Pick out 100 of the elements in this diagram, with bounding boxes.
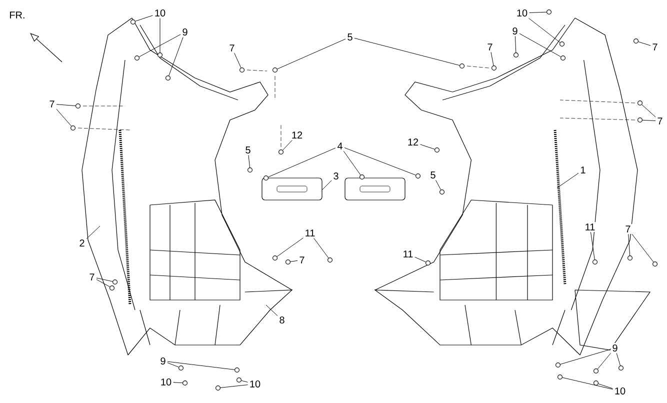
callout-number: 2: [78, 238, 86, 248]
fastener-symbol: [264, 176, 268, 180]
leader-line: [56, 108, 72, 126]
fastener-symbol: [278, 150, 284, 154]
fastener-symbol: [112, 280, 118, 284]
leader-line: [266, 304, 278, 316]
fastener-symbol: [592, 260, 598, 264]
leader-line: [168, 36, 184, 76]
fastener-symbol: [652, 262, 658, 266]
leader-line: [322, 180, 332, 190]
leader-line: [167, 362, 179, 368]
leader-line: [436, 180, 442, 190]
fastener-symbol: [546, 10, 552, 14]
callout-number: 1: [578, 165, 588, 175]
fastener-symbol: [514, 52, 518, 58]
callout-number: 7: [656, 116, 664, 126]
fastener-symbol: [216, 386, 220, 390]
callout-number: 11: [583, 222, 597, 232]
fastener-symbol: [328, 258, 332, 262]
leader-line: [282, 140, 292, 150]
fastener-symbol: [248, 168, 252, 172]
leader-line: [528, 18, 560, 43]
callout-number: 12: [406, 137, 420, 147]
callout-number: 5: [428, 170, 438, 180]
callout-number: 7: [88, 272, 96, 282]
leader-line: [248, 154, 250, 168]
leader-line: [562, 377, 614, 390]
fastener-symbol: [158, 52, 162, 58]
callout-number: 8: [278, 314, 286, 326]
fastener-symbol: [426, 260, 430, 266]
fastener-symbol: [560, 42, 564, 46]
leader-line: [628, 234, 630, 256]
leader-line: [597, 352, 611, 370]
fastener-symbol: [134, 56, 140, 60]
leader-line: [241, 380, 248, 382]
callout-number: 9: [510, 26, 520, 36]
leader-line: [590, 232, 595, 260]
leader-line: [632, 234, 654, 262]
leader-line: [638, 42, 651, 46]
fastener-symbol: [638, 118, 642, 122]
leader-line: [420, 144, 435, 150]
fastener-symbol: [556, 362, 560, 368]
leader-line: [268, 148, 336, 178]
fastener-symbol: [416, 174, 420, 178]
callout-number: 5: [244, 145, 252, 155]
fastener-symbol: [434, 148, 440, 152]
callout-number: 10: [152, 8, 168, 18]
fastener-symbol: [628, 256, 632, 260]
leader-line: [138, 34, 181, 58]
callout-number: 7: [298, 255, 306, 265]
fastener-symbol: [110, 286, 114, 290]
fastener-symbol: [234, 368, 240, 372]
fastener-symbol: [272, 68, 278, 72]
fastener-symbol: [560, 56, 566, 60]
callout-number: 3: [332, 170, 340, 182]
fastener-symbol: [130, 20, 136, 24]
leader-line: [96, 278, 113, 282]
callout-number: 9: [158, 356, 168, 366]
fastener-symbol: [594, 368, 598, 374]
fastener-symbol: [178, 366, 184, 370]
callout-number: 7: [624, 224, 632, 234]
leader-line: [220, 384, 248, 388]
callout-number: 12: [290, 130, 304, 140]
callout-number: 4: [336, 141, 344, 151]
leader-line: [642, 120, 656, 122]
callout-number: 9: [610, 342, 620, 354]
leader-line: [490, 52, 494, 66]
leader-line: [290, 260, 298, 262]
fastener-symbol: [594, 380, 598, 386]
fastener-symbol: [492, 66, 496, 70]
leader-line: [598, 384, 614, 389]
leader-line: [616, 352, 621, 366]
fastener-symbol: [634, 38, 638, 44]
leader-line: [167, 361, 235, 370]
leader-line: [135, 15, 154, 22]
fastener-symbol: [360, 174, 364, 180]
leader-line: [529, 12, 547, 13]
leader-line: [519, 33, 562, 58]
fastener-symbol: [166, 76, 170, 80]
fastener-symbol: [638, 100, 642, 106]
fastener-symbol: [286, 260, 290, 264]
callout-number: 10: [514, 8, 530, 18]
fastener-symbol: [272, 256, 278, 260]
fastener-symbol: [236, 378, 242, 382]
leader-line: [86, 226, 100, 240]
leader-line: [556, 172, 579, 188]
fastener-symbol: [240, 68, 244, 72]
callout-number: 9: [180, 26, 190, 38]
fastener-symbol: [70, 126, 76, 130]
fastener-symbol: [440, 190, 444, 194]
leader-line: [56, 104, 76, 106]
leader-line: [354, 38, 460, 66]
callout-number: 7: [48, 99, 56, 109]
callout-number: 7: [486, 42, 494, 52]
callout-number: 11: [303, 228, 317, 238]
leader-line: [414, 256, 426, 262]
leader-line: [276, 238, 304, 257]
leader-line: [514, 36, 516, 53]
fastener-symbol: [460, 64, 464, 68]
leader-line: [96, 279, 110, 288]
